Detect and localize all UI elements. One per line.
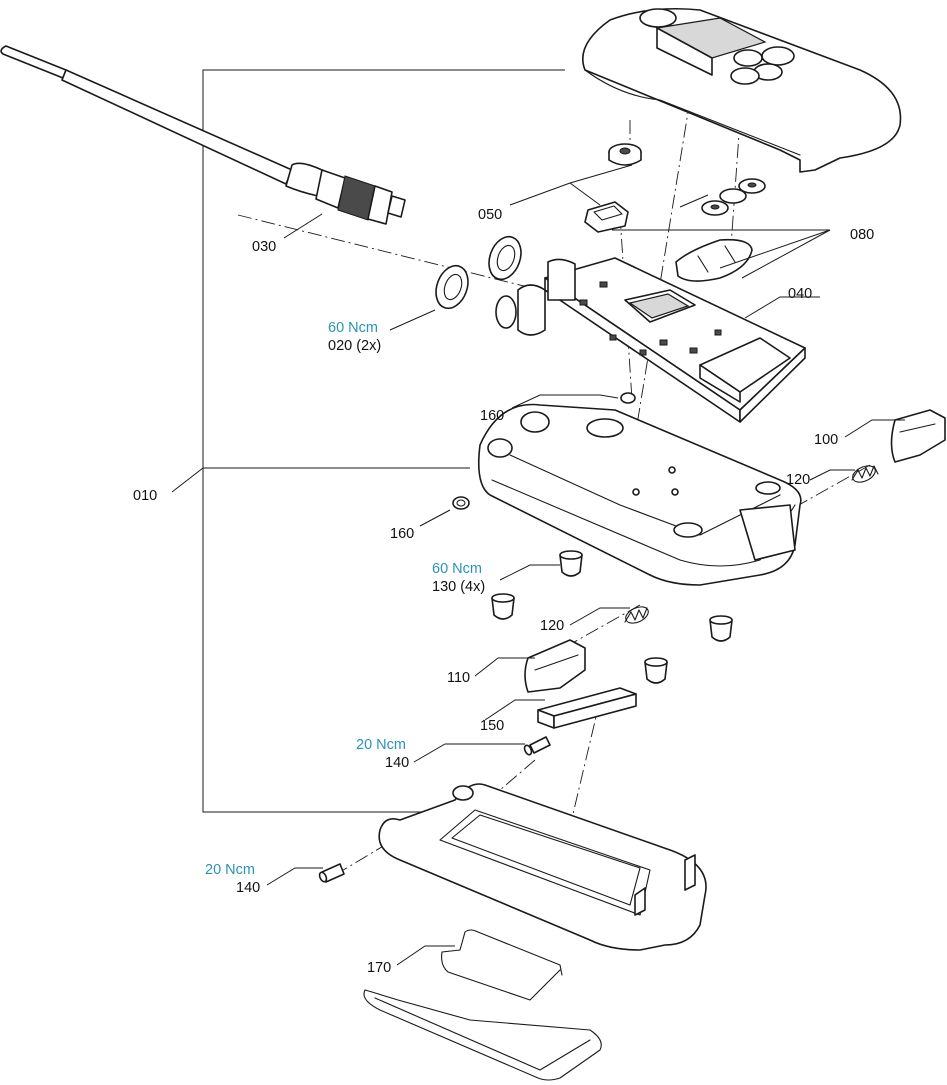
pcb-040 — [495, 257, 806, 423]
button-080-left — [584, 201, 629, 233]
screw-130-d — [644, 657, 668, 684]
torque-label-140-lower: 20 Ncm — [205, 862, 255, 878]
leader-lines — [266, 164, 905, 966]
button-080-right — [675, 238, 753, 282]
screw-130-c — [709, 615, 733, 642]
label-150: 150 — [480, 718, 504, 734]
label-030: 030 — [252, 239, 276, 255]
assembly-bracket-010 — [171, 69, 565, 813]
button-seal-050-left — [608, 143, 642, 166]
label-050: 050 — [478, 207, 502, 223]
top-cover — [581, 8, 902, 173]
screw-130-b — [491, 593, 515, 620]
spring-120-lower — [624, 606, 649, 624]
torque-label-140-upper: 20 Ncm — [356, 737, 406, 753]
label-160-lower: 160 — [390, 526, 414, 542]
label-170: 170 — [367, 960, 391, 976]
nut-020-b — [435, 264, 469, 310]
label-110: 110 — [447, 670, 470, 686]
screw-140-lower — [318, 863, 345, 883]
label-010: 010 — [133, 488, 157, 504]
label-100: 100 — [814, 432, 838, 448]
antenna-cable-030 — [0, 45, 406, 225]
oring-160-upper — [620, 392, 636, 404]
oring-160-lower — [452, 496, 470, 510]
nut-020-a — [488, 235, 522, 281]
label-020: 020 (2x) — [328, 338, 381, 354]
label-080: 080 — [850, 227, 874, 243]
screw-140-upper — [523, 736, 551, 756]
torque-label-020: 60 Ncm — [328, 320, 378, 336]
torque-label-130: 60 Ncm — [432, 561, 482, 577]
label-130: 130 (4x) — [432, 579, 485, 595]
label-140-lower: 140 — [236, 880, 260, 896]
clip-100 — [890, 409, 946, 463]
main-housing — [477, 403, 802, 586]
label-040: 040 — [788, 286, 812, 302]
plate-150 — [537, 687, 637, 729]
label-160-upper: 160 — [480, 408, 504, 424]
label-120-lower: 120 — [540, 618, 564, 634]
spring-120-upper — [851, 465, 879, 483]
clip-110 — [524, 639, 586, 693]
bottom-frame — [378, 783, 707, 951]
label-140-upper: 140 — [385, 755, 409, 771]
screw-130-a — [559, 550, 583, 577]
gasket-170-lower — [363, 989, 602, 1081]
label-120-upper: 120 — [786, 472, 810, 488]
button-seal-050-right — [701, 178, 766, 216]
gasket-170-upper — [441, 929, 563, 1001]
